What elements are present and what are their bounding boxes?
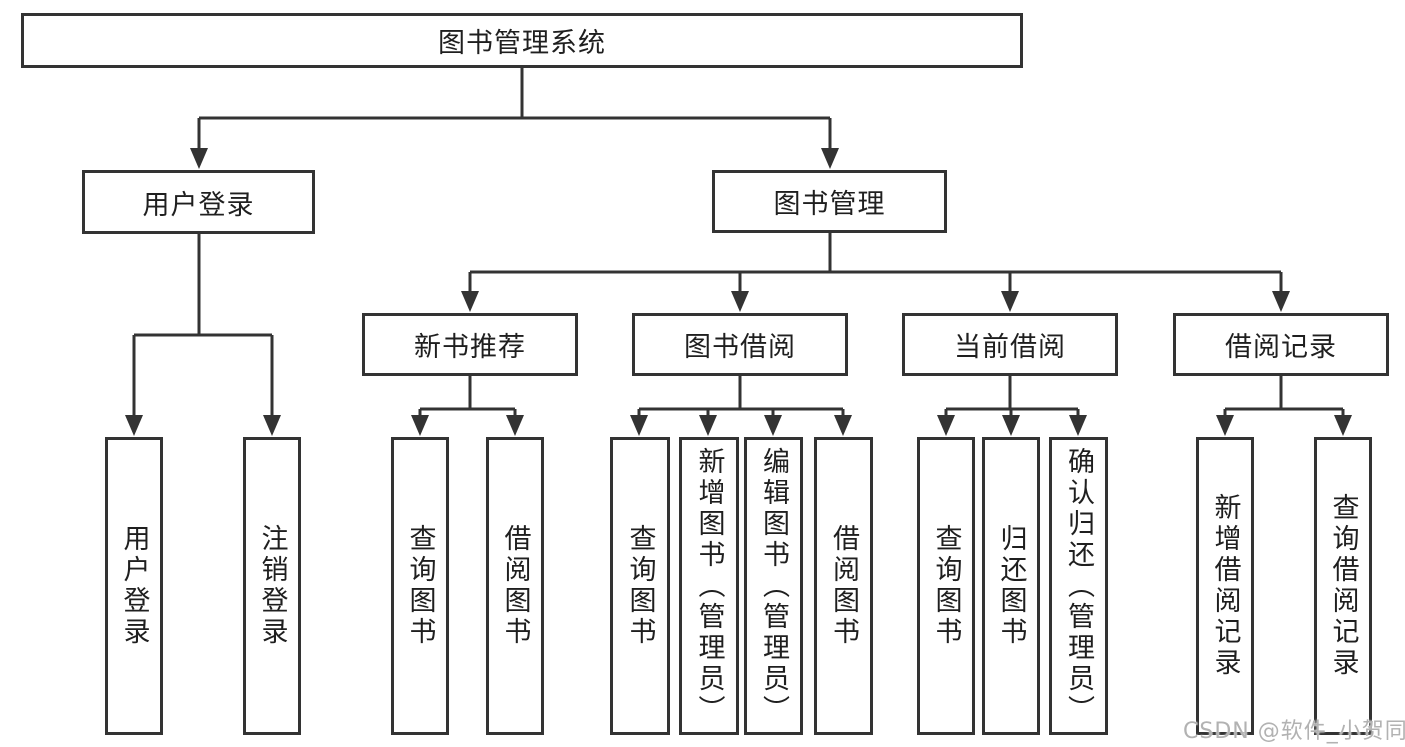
leaf-user-login-label: 用户登录	[118, 524, 150, 648]
node-book-borrowing-label: 图书借阅	[684, 332, 796, 363]
node-root: 图书管理系统	[21, 13, 1023, 68]
leaf-add-book-admin-label: 新增图书（管理员）	[693, 446, 725, 726]
node-borrowing-records-label: 借阅记录	[1225, 332, 1337, 363]
node-book-management-label: 图书管理	[773, 189, 886, 220]
leaf-confirm-return-admin-label: 确认归还（管理员）	[1063, 446, 1094, 726]
leaf-query-book-recommend: 查询图书	[391, 437, 449, 735]
node-root-label: 图书管理系统	[438, 28, 606, 59]
leaf-logout: 注销登录	[243, 437, 301, 735]
node-new-book-recommend: 新书推荐	[362, 313, 578, 376]
leaf-borrow-book-recommend-label: 借阅图书	[499, 524, 531, 648]
node-book-management: 图书管理	[712, 170, 947, 233]
leaf-query-book-current: 查询图书	[917, 437, 975, 735]
leaf-add-book-admin: 新增图书（管理员）	[679, 437, 739, 735]
leaf-return-book: 归还图书	[982, 437, 1040, 735]
csdn-watermark: CSDN @软件_小贺同学	[1183, 719, 1405, 744]
node-user-login-label: 用户登录	[142, 189, 255, 221]
leaf-query-borrow-record: 查询借阅记录	[1314, 437, 1372, 735]
leaf-query-book-borrow: 查询图书	[610, 437, 670, 735]
leaf-borrow-book: 借阅图书	[814, 437, 873, 735]
node-borrowing-records: 借阅记录	[1173, 313, 1389, 376]
leaf-return-book-label: 归还图书	[995, 524, 1027, 648]
leaf-query-borrow-record-label: 查询借阅记录	[1327, 493, 1359, 679]
node-current-borrowing: 当前借阅	[902, 313, 1118, 376]
leaf-edit-book-admin-label: 编辑图书（管理员）	[758, 446, 789, 726]
node-current-borrowing-label: 当前借阅	[954, 332, 1066, 363]
leaf-add-borrow-record: 新增借阅记录	[1196, 437, 1254, 735]
leaf-confirm-return-admin: 确认归还（管理员）	[1049, 437, 1108, 735]
leaf-query-book-recommend-label: 查询图书	[404, 524, 436, 648]
node-book-borrowing: 图书借阅	[632, 313, 848, 376]
leaf-borrow-book-recommend: 借阅图书	[486, 437, 544, 735]
leaf-borrow-book-label: 借阅图书	[828, 524, 859, 648]
leaf-edit-book-admin: 编辑图书（管理员）	[744, 437, 803, 735]
leaf-user-login: 用户登录	[105, 437, 163, 735]
leaf-logout-label: 注销登录	[256, 524, 288, 648]
leaf-query-book-borrow-label: 查询图书	[624, 524, 656, 648]
leaf-query-book-current-label: 查询图书	[930, 524, 962, 648]
node-new-book-recommend-label: 新书推荐	[414, 332, 526, 363]
leaf-add-borrow-record-label: 新增借阅记录	[1209, 493, 1241, 679]
node-user-login: 用户登录	[82, 170, 315, 234]
